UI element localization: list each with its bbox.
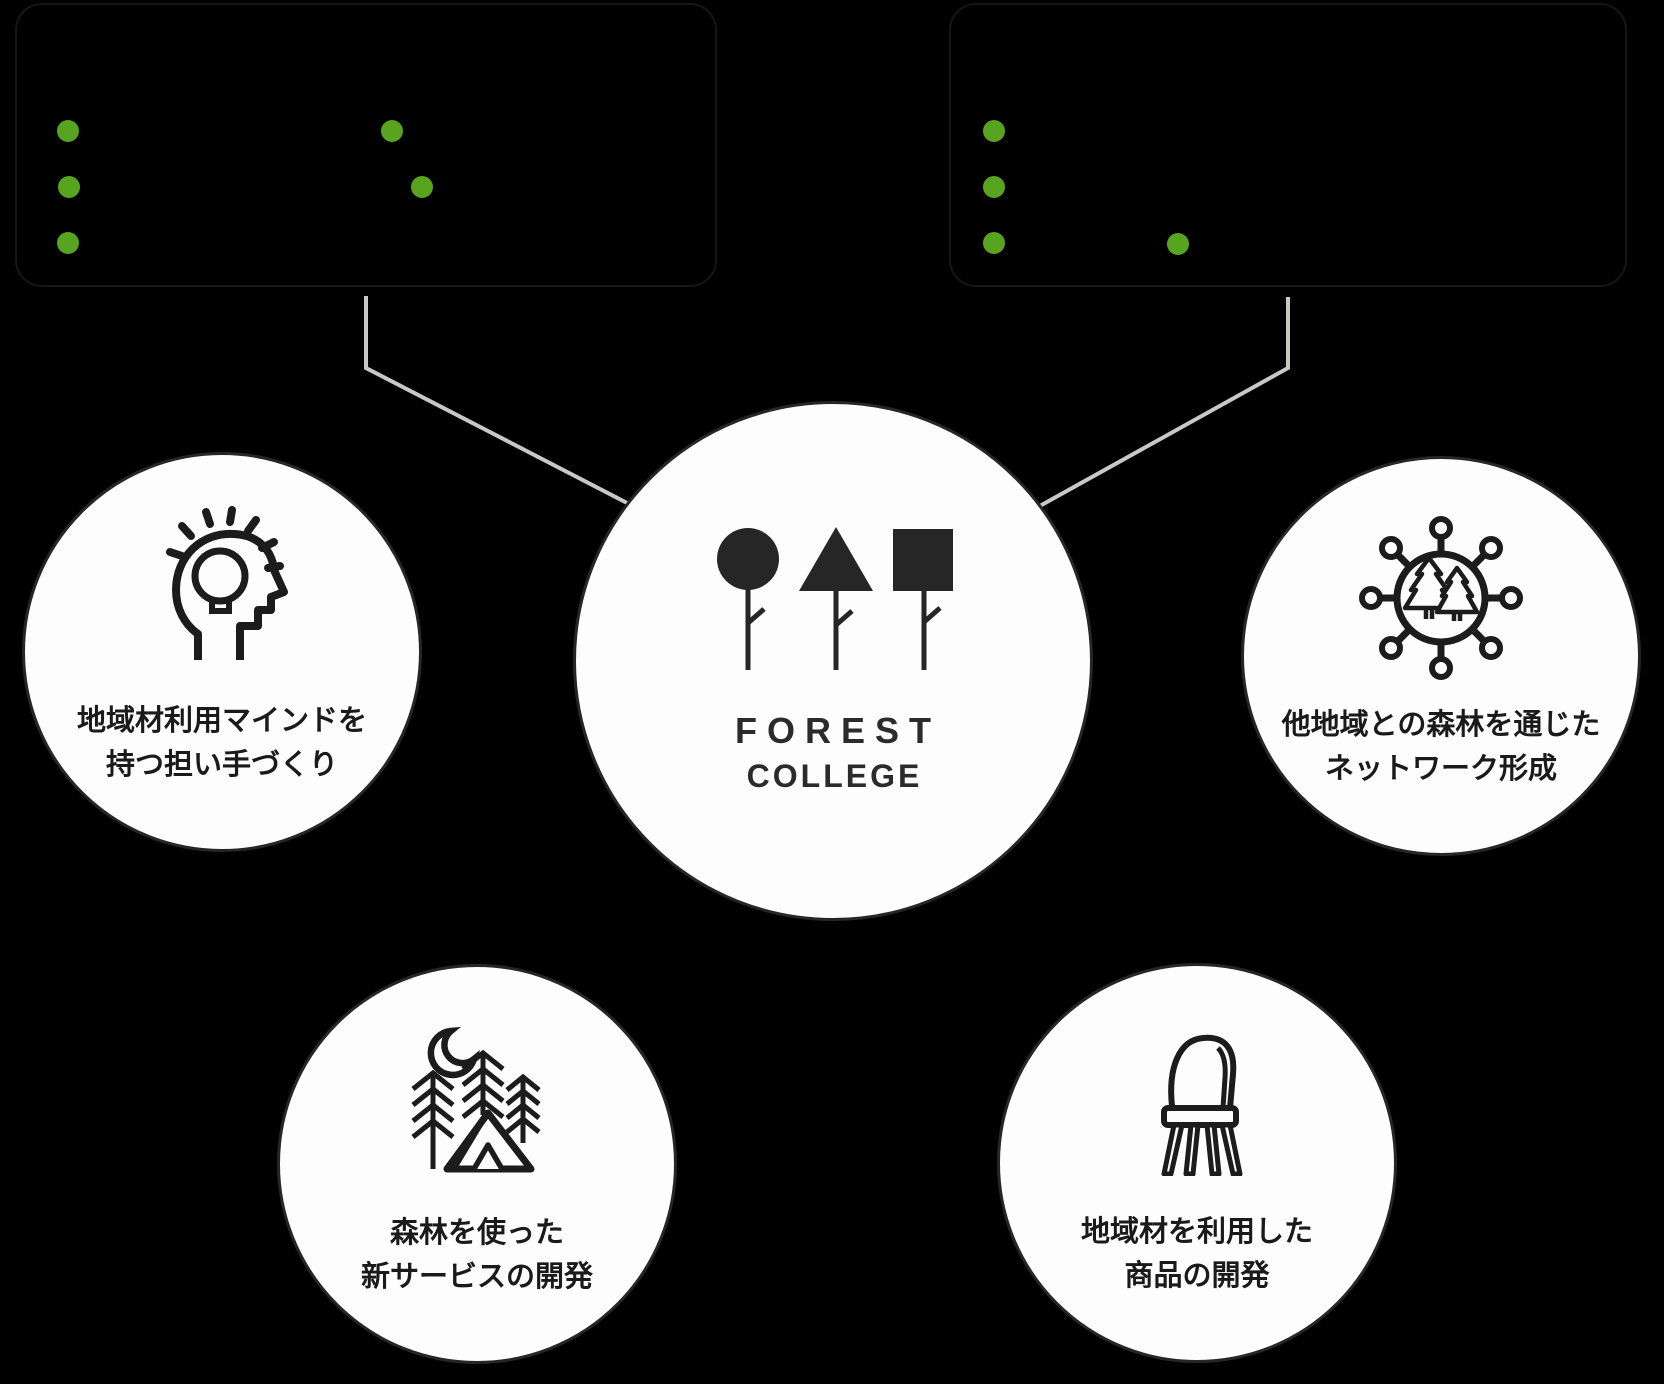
text-box-outline [949, 3, 1627, 287]
three-trees-logo-icon [717, 527, 953, 670]
bullet-dot [1167, 233, 1189, 255]
label-line-1: 地域材を利用した [1080, 1216, 1313, 1248]
logo-title-forest: FOREST [734, 710, 941, 751]
bullet-dot [983, 232, 1005, 254]
node-network: 他地域との森林を通じた ネットワーク形成 [1241, 456, 1641, 856]
bullet-dot [58, 176, 80, 198]
node-label: 地域材利用マインドを 持つ担い手づくり [25, 699, 419, 787]
bullet-dot [983, 120, 1005, 142]
node-product: 地域材を利用した 商品の開発 [997, 963, 1397, 1363]
idea-head-icon [166, 506, 288, 660]
logo-title-college: COLLEGE [746, 758, 923, 794]
connector-line [364, 296, 661, 522]
node-mindset: 地域材利用マインドを 持つ担い手づくり [22, 452, 422, 852]
node-label: 他地域との森林を通じた ネットワーク形成 [1244, 703, 1638, 791]
node-label: 森林を使った 新サービスの開発 [280, 1211, 674, 1299]
node-forest-college: FOREST COLLEGE [573, 401, 1093, 921]
bullet-dot [57, 120, 79, 142]
forest-network-icon [1359, 516, 1523, 680]
bullet-dot [57, 232, 79, 254]
moon-forest-tent-icon [411, 1026, 541, 1173]
bullet-dot [411, 176, 433, 198]
label-line-1: 地域材利用マインドを [76, 705, 367, 737]
label-line-2: 商品の開発 [1124, 1260, 1270, 1292]
label-line-1: 森林を使った [389, 1217, 564, 1249]
node-label: 地域材を利用した 商品の開発 [1000, 1210, 1394, 1298]
bullet-dot [381, 120, 403, 142]
label-line-2: 新サービスの開発 [360, 1261, 593, 1293]
label-line-2: ネットワーク形成 [1324, 753, 1557, 785]
node-service: 森林を使った 新サービスの開発 [277, 964, 677, 1364]
label-line-2: 持つ担い手づくり [105, 749, 338, 781]
text-box-outline [15, 3, 717, 287]
bullet-dot [983, 176, 1005, 198]
wood-chair-icon [1161, 1034, 1243, 1176]
connector-line [1019, 297, 1290, 519]
label-line-1: 他地域との森林を通じた [1281, 709, 1601, 741]
